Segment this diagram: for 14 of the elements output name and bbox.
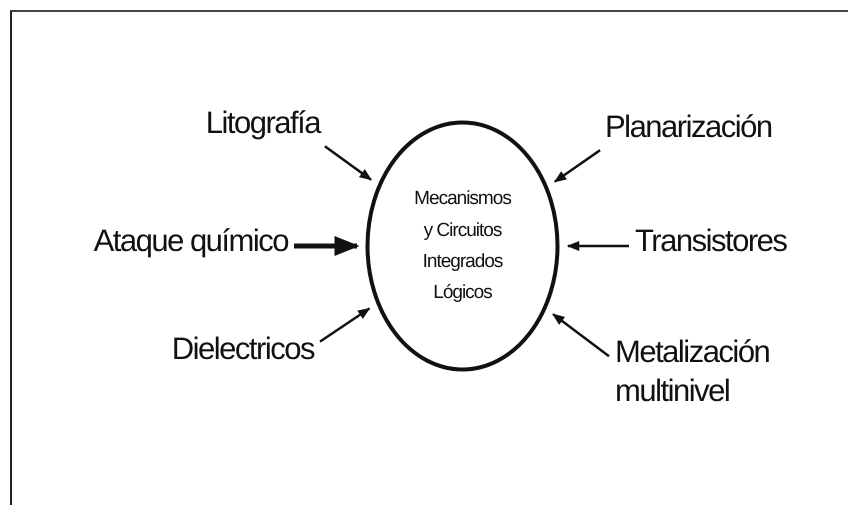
arrow — [294, 236, 360, 256]
arrow — [554, 149, 601, 183]
arrow — [552, 313, 610, 358]
node-label: Transistores — [635, 222, 786, 260]
node-label: Litografía — [206, 104, 320, 142]
node-label: Dielectricos — [172, 330, 314, 368]
arrow — [324, 145, 372, 181]
arrow — [566, 241, 629, 251]
node-label: Planarización — [605, 108, 772, 146]
node-label: Ataque químico — [94, 222, 288, 260]
node-label: Metalización multinivel — [615, 333, 770, 410]
arrow — [319, 307, 370, 343]
node-label: Mecanismos y Circuitos Integrados Lógicos — [413, 187, 512, 306]
process-ellipse — [365, 120, 560, 372]
